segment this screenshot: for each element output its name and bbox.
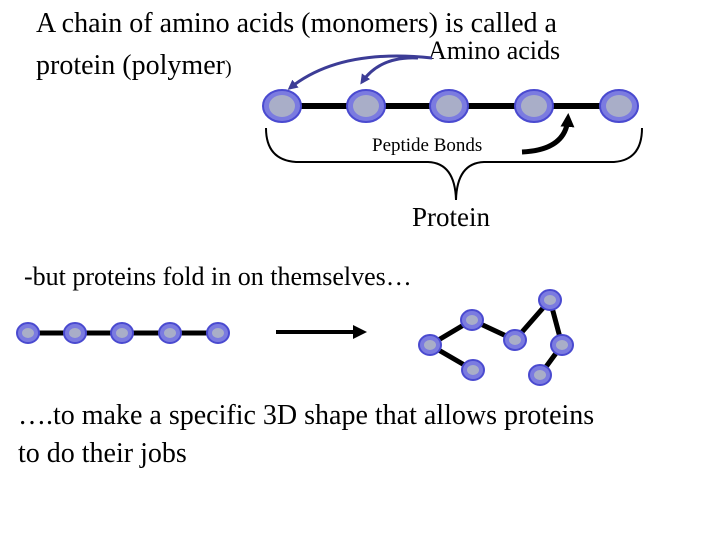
amino-acid-bead [503, 329, 527, 351]
amino-acid-bead [538, 289, 562, 311]
heading-line-2-text: protein (polymer [36, 50, 225, 81]
protein-label: Protein [412, 202, 490, 232]
fold-statement: -but proteins fold in on themselves… [24, 262, 412, 291]
amino-acid-bead [16, 322, 40, 344]
amino-acid-bead [418, 334, 442, 356]
amino-acid-bead [346, 89, 386, 123]
conclusion-line-2: to do their jobs [18, 438, 187, 469]
amino-acid-bead [63, 322, 87, 344]
heading-line-1: A chain of amino acids (monomers) is cal… [36, 8, 557, 39]
heading-line-2: protein (polymer) [36, 52, 232, 80]
protein-brace [265, 127, 643, 201]
amino-acid-bead [599, 89, 639, 123]
amino-acid-bead [206, 322, 230, 344]
amino-acid-bead [158, 322, 182, 344]
amino-arrow-short [360, 56, 419, 85]
amino-acid-bead [110, 322, 134, 344]
amino-acid-bead [514, 89, 554, 123]
amino-acids-label: Amino acids [428, 36, 561, 65]
amino-acid-bead [262, 89, 302, 123]
peptide-bonds-label: Peptide Bonds [372, 135, 483, 156]
folded-chain-bonds [427, 297, 565, 377]
amino-acid-bead [528, 364, 552, 386]
amino-acid-bead [460, 309, 484, 331]
peptide-bond-arrow [521, 113, 575, 155]
amino-acid-bead [461, 359, 485, 381]
amino-arrow-long [287, 54, 433, 90]
conclusion-line-1: ….to make a specific 3D shape that allow… [18, 400, 595, 431]
amino-acid-bead [429, 89, 469, 123]
amino-acid-bead [550, 334, 574, 356]
heading-line-2-paren: ) [224, 57, 232, 79]
